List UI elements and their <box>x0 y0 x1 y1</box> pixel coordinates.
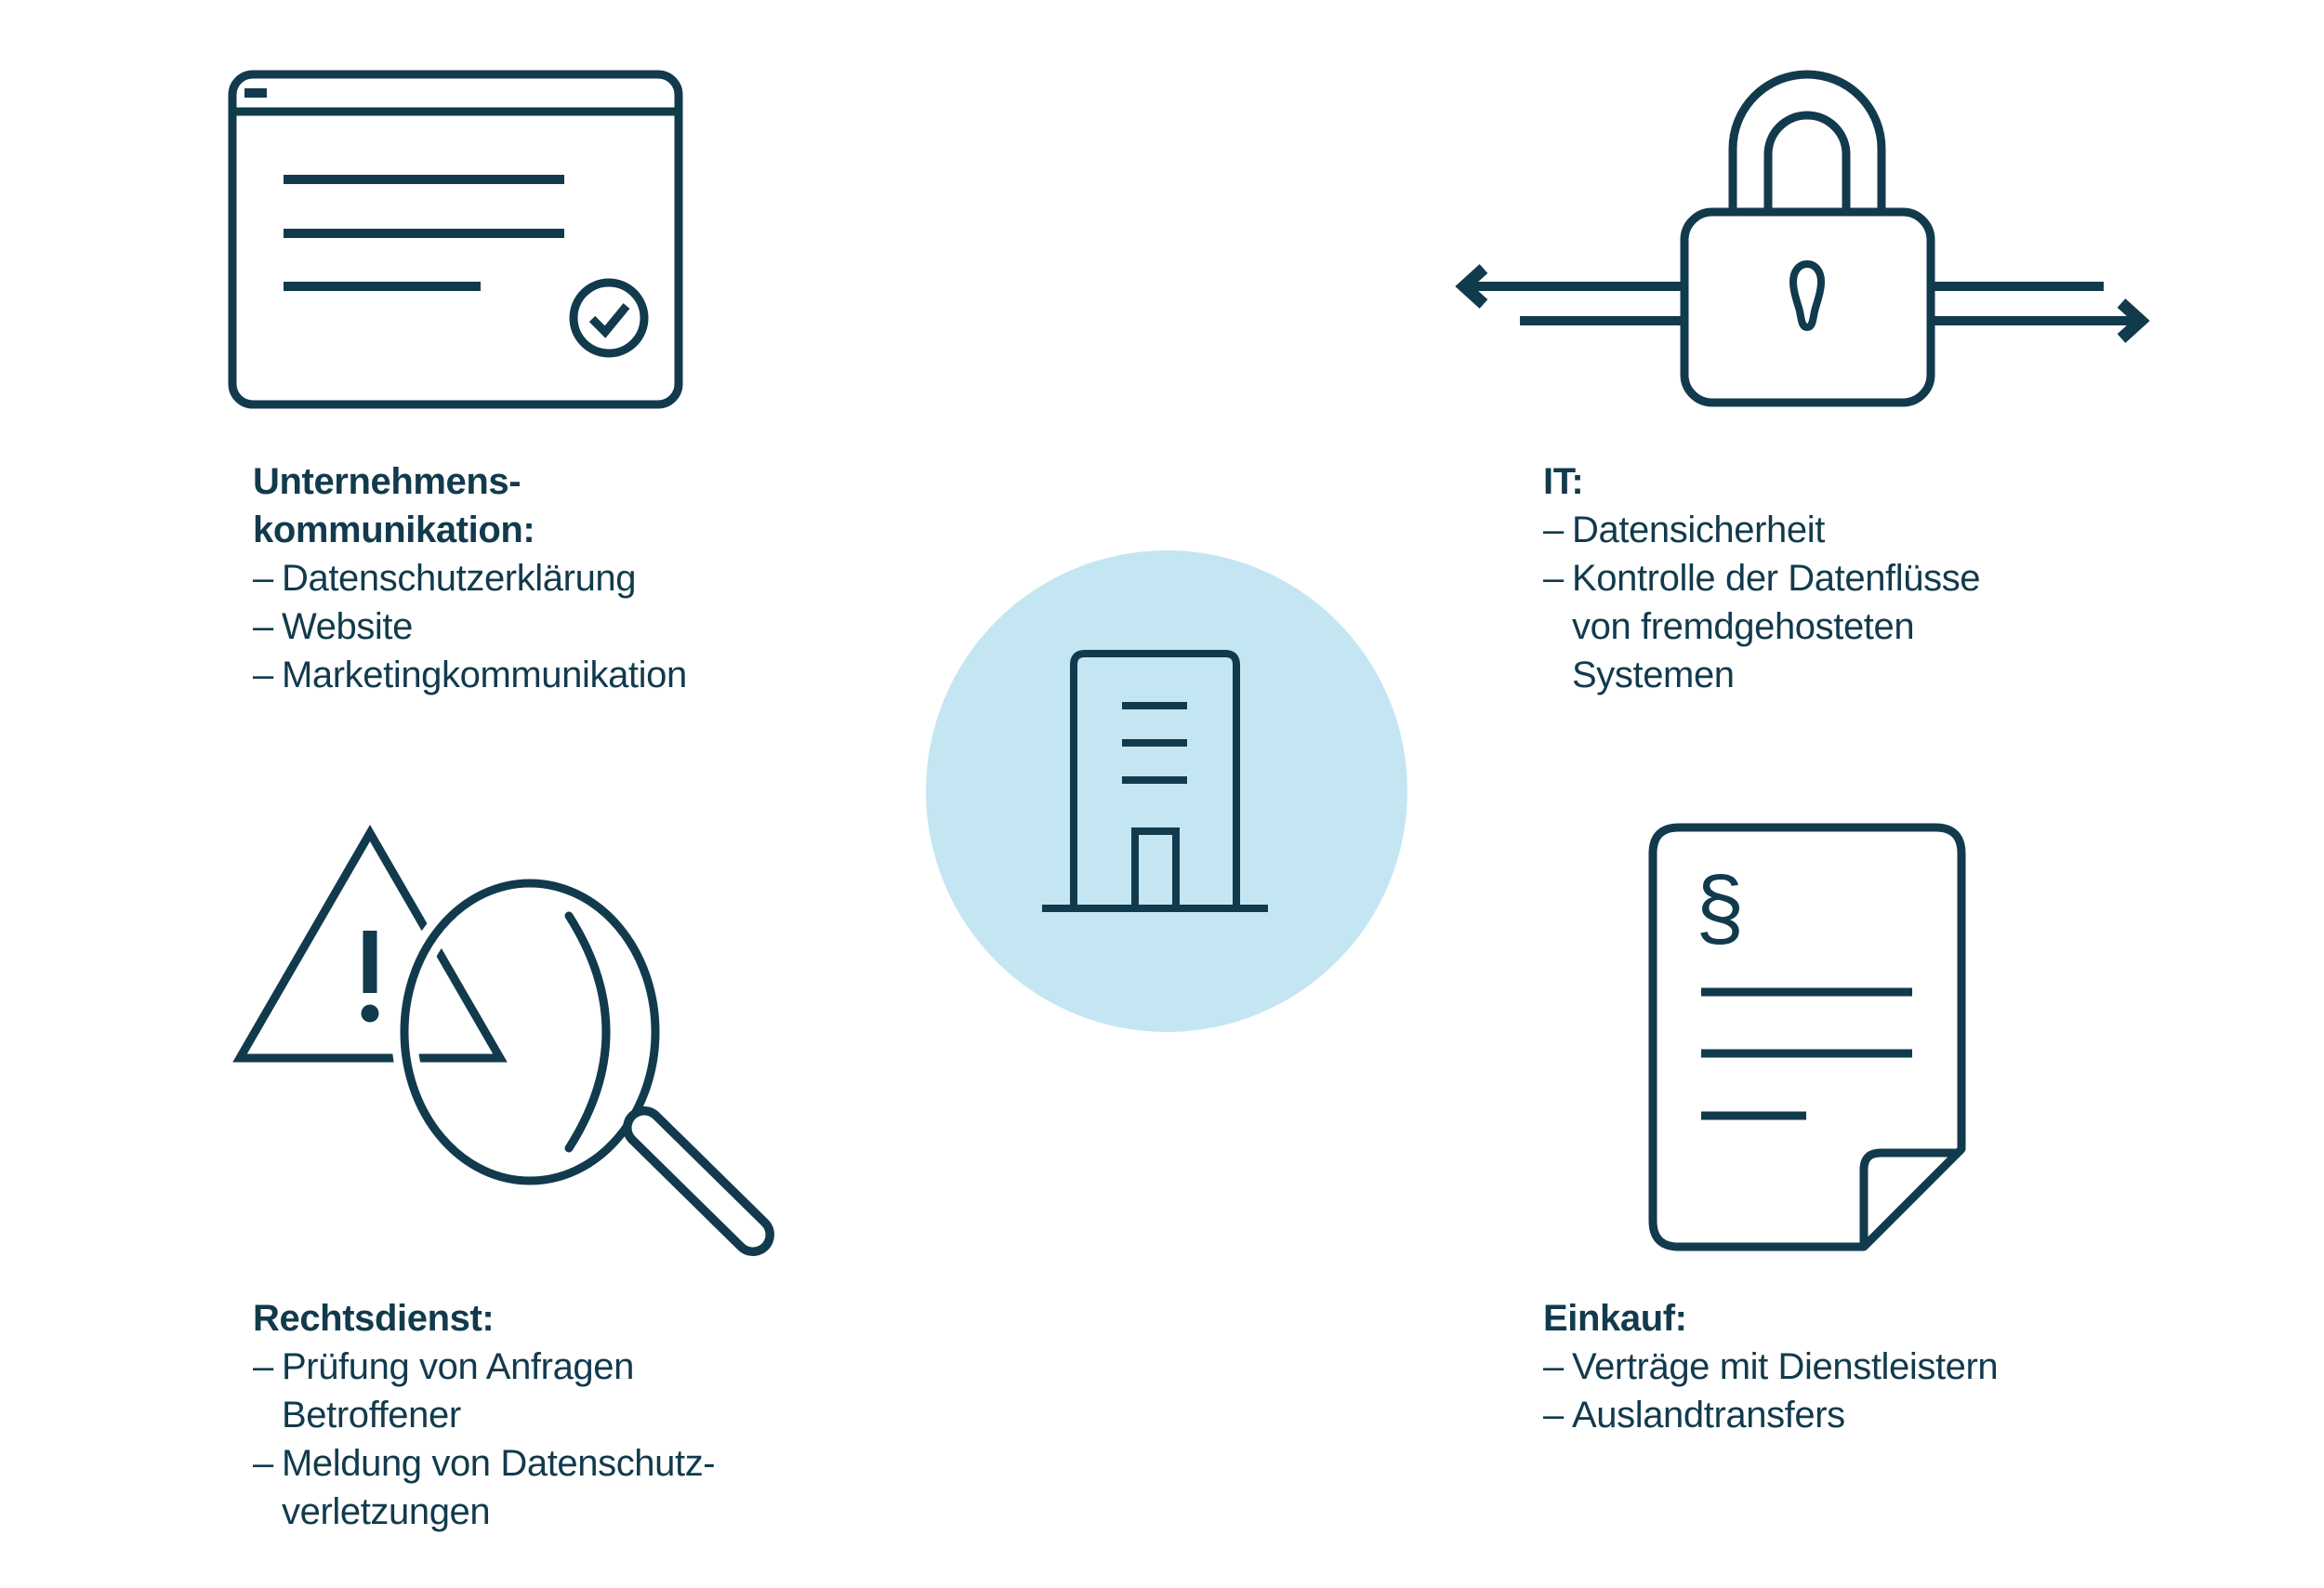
section-title: Rechtsdienst: <box>253 1298 495 1339</box>
list-item-text: Marketingkommunikation <box>282 655 687 695</box>
list-item-text: Prüfung von Anfragen <box>282 1346 634 1387</box>
bullet-dash: – <box>253 606 273 647</box>
list-item: – Datenschutzerklärung <box>253 554 687 602</box>
section-title: IT: <box>1543 461 1584 502</box>
center-circle <box>926 550 1407 1032</box>
magnifier-lens <box>400 879 660 1185</box>
list-item-text: Kontrolle der Datenflüsse <box>1572 558 1981 599</box>
keyhole-icon <box>1789 259 1826 332</box>
paragraph-symbol: § <box>1696 858 1744 956</box>
document-outline <box>1648 823 1966 1251</box>
browser-window-check-icon <box>228 70 683 409</box>
section-title: kommunikation: <box>253 509 535 550</box>
list-item-text: verletzungen <box>282 1491 491 1532</box>
bullet-dash: – <box>253 1443 273 1484</box>
left-arrow-head <box>1455 264 1488 309</box>
list-item: – Datensicherheit <box>1543 506 1980 554</box>
list-item: – Verträge mit Dienstleistern <box>1543 1343 1999 1391</box>
bullet-dash: – <box>1543 509 1564 550</box>
list-item: – Kontrolle der Datenflüsse von fremdgeh… <box>1543 554 1981 699</box>
list-item: – Meldung von Datenschutz- verletzungen <box>253 1439 716 1536</box>
list-item: – Prüfung von Anfragen Betroffener <box>253 1343 715 1439</box>
list-item: – Marketingkommunikation <box>253 651 687 699</box>
list-item-text: Auslandtransfers <box>1572 1395 1845 1436</box>
list-item-text: von fremdgehosteten <box>1572 606 1915 647</box>
bullet-dash: – <box>253 558 273 599</box>
section-unternehmenskommunikation: Unternehmens- kommunikation: – Datenschu… <box>253 457 687 699</box>
list-item-text: Datensicherheit <box>1572 509 1825 550</box>
section-rechtsdienst: Rechtsdienst: – Prüfung von Anfragen Bet… <box>253 1294 716 1536</box>
list-item-text: Systemen <box>1572 655 1735 695</box>
list-item: – Website <box>253 602 687 651</box>
list-item-text: Website <box>282 606 413 647</box>
lock-shackle-inner <box>1763 111 1851 214</box>
check-circle <box>569 278 649 358</box>
list-item-text: Verträge mit Dienstleistern <box>1572 1346 1999 1387</box>
section-einkauf: Einkauf: – Verträge mit Dienstleistern –… <box>1543 1294 1999 1439</box>
building-outline <box>1070 650 1240 908</box>
list-item-text: Betroffener <box>282 1395 461 1436</box>
browser-frame <box>228 70 683 409</box>
bullet-dash: – <box>253 655 273 695</box>
lock-body <box>1680 207 1935 407</box>
document-fold <box>1859 1148 1958 1244</box>
bullet-dash: – <box>253 1346 273 1387</box>
section-title: Einkauf: <box>1543 1298 1687 1339</box>
bullet-dash: – <box>1543 1346 1564 1387</box>
lock-shackle-outer <box>1728 70 1886 214</box>
warning-magnifier-icon <box>232 825 774 1256</box>
lens-reflection-arc <box>564 911 611 1153</box>
magnifier-handle-inner <box>631 1115 766 1248</box>
check-icon <box>588 303 630 338</box>
paragraph-document-icon: § <box>1648 823 1966 1251</box>
list-item-text: Meldung von Datenschutz- <box>282 1443 716 1484</box>
bullet-dash: – <box>1543 1395 1564 1436</box>
section-it: IT: – Datensicherheit – Kontrolle der Da… <box>1543 457 1981 699</box>
padlock-dataflow-icon <box>1455 70 2150 407</box>
list-item-text: Datenschutzerklärung <box>282 558 637 599</box>
list-item: – Auslandtransfers <box>1543 1391 1998 1439</box>
building-icon <box>1042 650 1268 912</box>
bullet-dash: – <box>1543 558 1564 599</box>
exclamation-dot <box>361 1004 379 1023</box>
right-arrow-head <box>2117 298 2150 343</box>
building-door <box>1131 827 1180 908</box>
section-title: Unternehmens- <box>253 461 522 502</box>
